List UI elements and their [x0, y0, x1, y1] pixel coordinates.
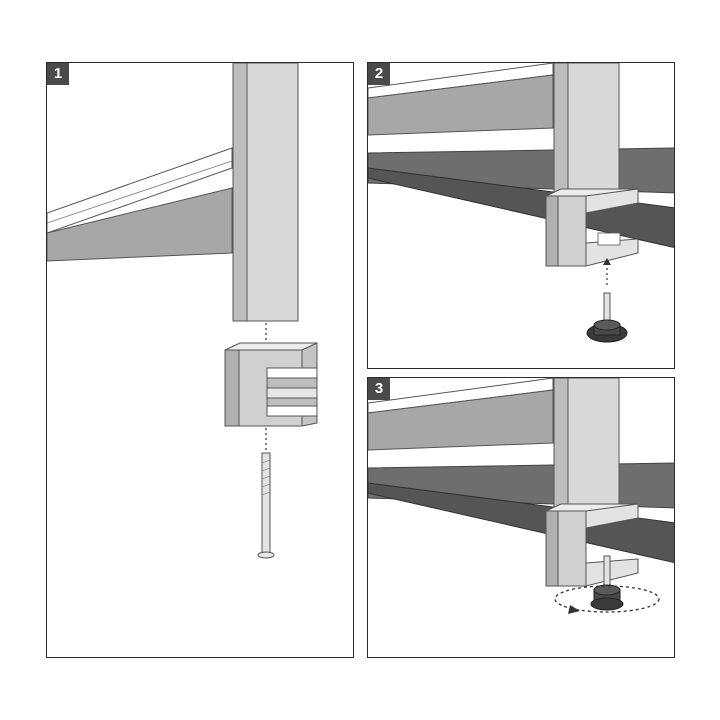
upper-rail	[368, 74, 554, 136]
clamp-bracket	[224, 342, 318, 427]
rotation-arrow	[554, 585, 660, 613]
step-2-number-badge: 2	[368, 63, 390, 85]
adjustment-knob	[586, 292, 628, 343]
long-screw	[257, 452, 275, 559]
step-1-illustration	[47, 63, 318, 559]
step-3-illustration	[368, 378, 674, 614]
step-3-number-badge: 3	[368, 378, 390, 400]
step-1-number-badge: 1	[47, 63, 69, 85]
step-2-panel: 2	[367, 62, 675, 369]
upper-rail	[368, 389, 554, 451]
tabletop-edge-top	[47, 147, 233, 234]
clamp-bracket	[545, 503, 639, 587]
step-2-illustration	[368, 63, 674, 343]
adjustment-knob	[590, 584, 624, 611]
step-3-panel: 3	[367, 377, 675, 658]
step-1-panel: 1	[46, 62, 354, 658]
tabletop-edge-side	[47, 187, 233, 262]
clamp-bracket	[545, 188, 639, 267]
